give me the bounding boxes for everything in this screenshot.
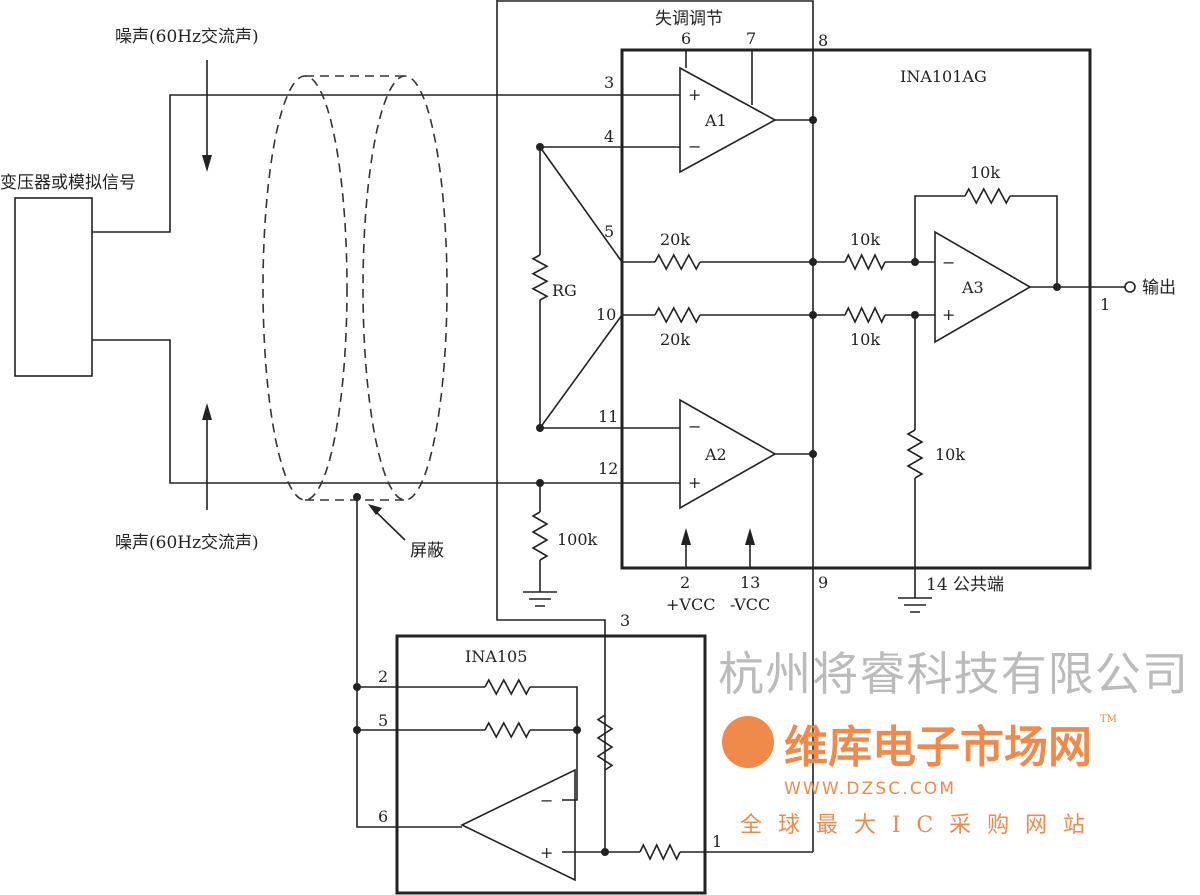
resistor-20k-a [654, 253, 701, 271]
r20k-b-label: 20k [660, 330, 690, 349]
r10k-b-label: 10k [850, 330, 880, 349]
r20k-a-label: 20k [660, 230, 690, 249]
ina105-plus: + [540, 843, 553, 862]
output-terminal [1124, 281, 1136, 293]
a2-label: A2 [704, 445, 727, 464]
opamp-a2 [679, 398, 777, 510]
a2-wires [540, 427, 813, 455]
shield-cable [262, 75, 448, 501]
resistor-rg [531, 254, 549, 301]
opamp-a3 [934, 230, 1032, 344]
resistor-10k-feedback [964, 187, 1011, 205]
supply-pins [685, 535, 751, 568]
output-label: 输出 [1142, 278, 1176, 298]
input-wires [92, 94, 680, 484]
pin-11: 11 [598, 407, 618, 426]
arrow-up-icon [202, 403, 212, 420]
arrow-icon [368, 504, 382, 515]
a1-wires [540, 50, 813, 148]
ina101-label: INA101AG [900, 67, 987, 86]
a3-plus: + [942, 305, 955, 324]
watermark-url: WWW.DZSC.COM [784, 779, 954, 799]
a3-label: A3 [961, 278, 984, 297]
pin-1: 1 [1100, 295, 1110, 314]
resistor-10k-b [844, 306, 886, 324]
resistor-ina105-b [484, 721, 531, 739]
ina105-pin-2: 2 [378, 667, 388, 686]
watermark-company: 杭州将睿科技有限公司 [718, 647, 1188, 701]
noise-label-bottom: 噪声(60Hz交流声) [115, 533, 259, 553]
ina105-pin-6: 6 [378, 807, 388, 826]
opamp-a1 [679, 66, 777, 174]
pin-7: 7 [746, 29, 756, 48]
diff-wires [622, 261, 935, 316]
ina105-wires [357, 686, 813, 853]
transformer-label: 变压器或模拟信号 [0, 173, 136, 193]
node [809, 116, 817, 124]
shield-wire [356, 497, 462, 828]
common-label: 14 公共端 [926, 575, 1004, 595]
shield-label: 屏蔽 [410, 541, 444, 561]
resistor-ina105-c [639, 843, 681, 861]
arrow-up-icon [681, 528, 755, 545]
transformer-block [14, 197, 93, 377]
resistor-ina105-d [596, 714, 614, 771]
shield-pointer [371, 507, 406, 541]
a2-minus: − [688, 417, 701, 436]
pin-4: 4 [604, 127, 614, 146]
watermark-logo-icon [722, 716, 774, 768]
r100k-label: 100k [557, 530, 598, 549]
resistor-ina105-a [484, 678, 531, 696]
watermark: 杭州将睿科技有限公司 维库电子市场网 TM WWW.DZSC.COM 全球最大I… [718, 647, 1188, 838]
r10k-a-label: 10k [850, 230, 880, 249]
resistor-10k-ground [906, 429, 924, 479]
resistor-20k-b [654, 306, 701, 324]
pin-3: 3 [604, 73, 614, 92]
ina101-block [620, 48, 1092, 570]
resistor-10k-a [844, 253, 886, 271]
a1-label: A1 [704, 111, 727, 130]
a3-minus: − [942, 253, 955, 272]
pin-8: 8 [818, 31, 828, 50]
offset-adjust-label: 失调调节 [655, 9, 723, 29]
watermark-brand: 维库电子市场网 [784, 722, 1092, 773]
pin-6: 6 [681, 29, 691, 48]
pin-2: 2 [680, 573, 690, 592]
ina105-pin-3: 3 [620, 611, 630, 630]
pin-10: 10 [596, 305, 616, 324]
vcc-neg-label: -VCC [730, 595, 770, 614]
ina105-block [395, 634, 707, 895]
a1-minus: − [688, 137, 701, 156]
vcc-pos-label: +VCC [666, 595, 715, 614]
watermark-tm: TM [1100, 714, 1117, 725]
ina105-pin-1: 1 [712, 832, 722, 851]
ina105-minus: − [540, 791, 553, 810]
ina105-pin-5: 5 [378, 711, 388, 730]
pin-5: 5 [604, 222, 614, 241]
pin-9: 9 [818, 573, 828, 592]
noise-label-top: 噪声(60Hz交流声) [115, 27, 259, 47]
r10k-fb-label: 10k [970, 163, 1000, 182]
a2-plus: + [688, 473, 701, 492]
a1-plus: + [688, 85, 701, 104]
ina105-label: INA105 [465, 647, 527, 666]
watermark-slogan: 全球最大IC采购网站 [740, 813, 1085, 838]
resistor-100k [531, 511, 549, 561]
arrow-down-icon [202, 155, 212, 172]
rg-label: RG [552, 281, 577, 300]
pin-13: 13 [740, 573, 760, 592]
opamp-ina105 [460, 768, 576, 882]
a3-feedback [914, 195, 1125, 288]
ground-100k [523, 483, 557, 607]
rg-wires [539, 146, 623, 429]
r10k-gnd-label: 10k [935, 445, 965, 464]
pin-12: 12 [598, 459, 618, 478]
ground-wire [898, 315, 932, 613]
